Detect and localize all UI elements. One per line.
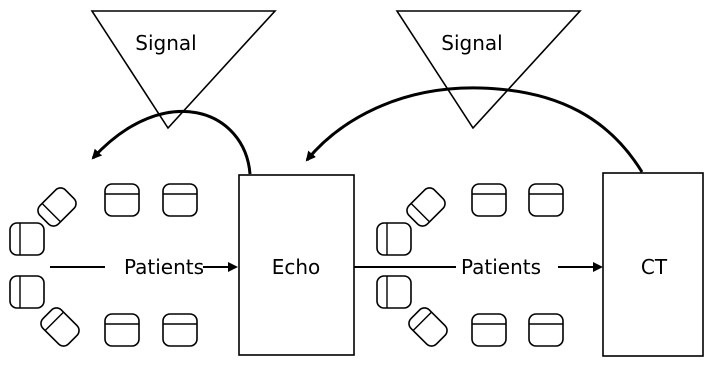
feedback-arrow-right	[305, 86, 644, 173]
patient-icon	[40, 307, 80, 347]
patient-icon	[471, 313, 507, 347]
patients-label-left: Patients	[124, 255, 204, 279]
patient-icon	[471, 183, 507, 217]
patients-cluster-right	[376, 183, 564, 347]
patient-icon	[37, 187, 77, 227]
patient-icon	[376, 275, 412, 309]
patient-icon	[376, 222, 412, 256]
station-label-echo: Echo	[272, 255, 321, 279]
station-ct: CT	[602, 172, 704, 357]
signal-triangle-left: Signal	[90, 10, 277, 130]
patient-icon	[406, 187, 446, 227]
signal-label-right: Signal	[441, 31, 502, 55]
patient-icon	[9, 222, 45, 256]
signal-label-left: Signal	[135, 31, 196, 55]
patient-icon	[162, 313, 198, 347]
patient-icon	[104, 313, 140, 347]
patient-icon	[9, 275, 45, 309]
patients-label-right: Patients	[461, 255, 541, 279]
patient-icon	[408, 307, 448, 347]
station-label-ct: CT	[641, 255, 668, 279]
patients-cluster-left	[9, 183, 198, 347]
station-echo: Echo	[238, 174, 355, 356]
patient-icon	[528, 313, 564, 347]
patient-icon	[104, 183, 140, 217]
patient-icon	[528, 183, 564, 217]
signal-triangle-right: Signal	[395, 10, 582, 130]
patient-icon	[162, 183, 198, 217]
feedback-arrow-left	[91, 109, 252, 175]
